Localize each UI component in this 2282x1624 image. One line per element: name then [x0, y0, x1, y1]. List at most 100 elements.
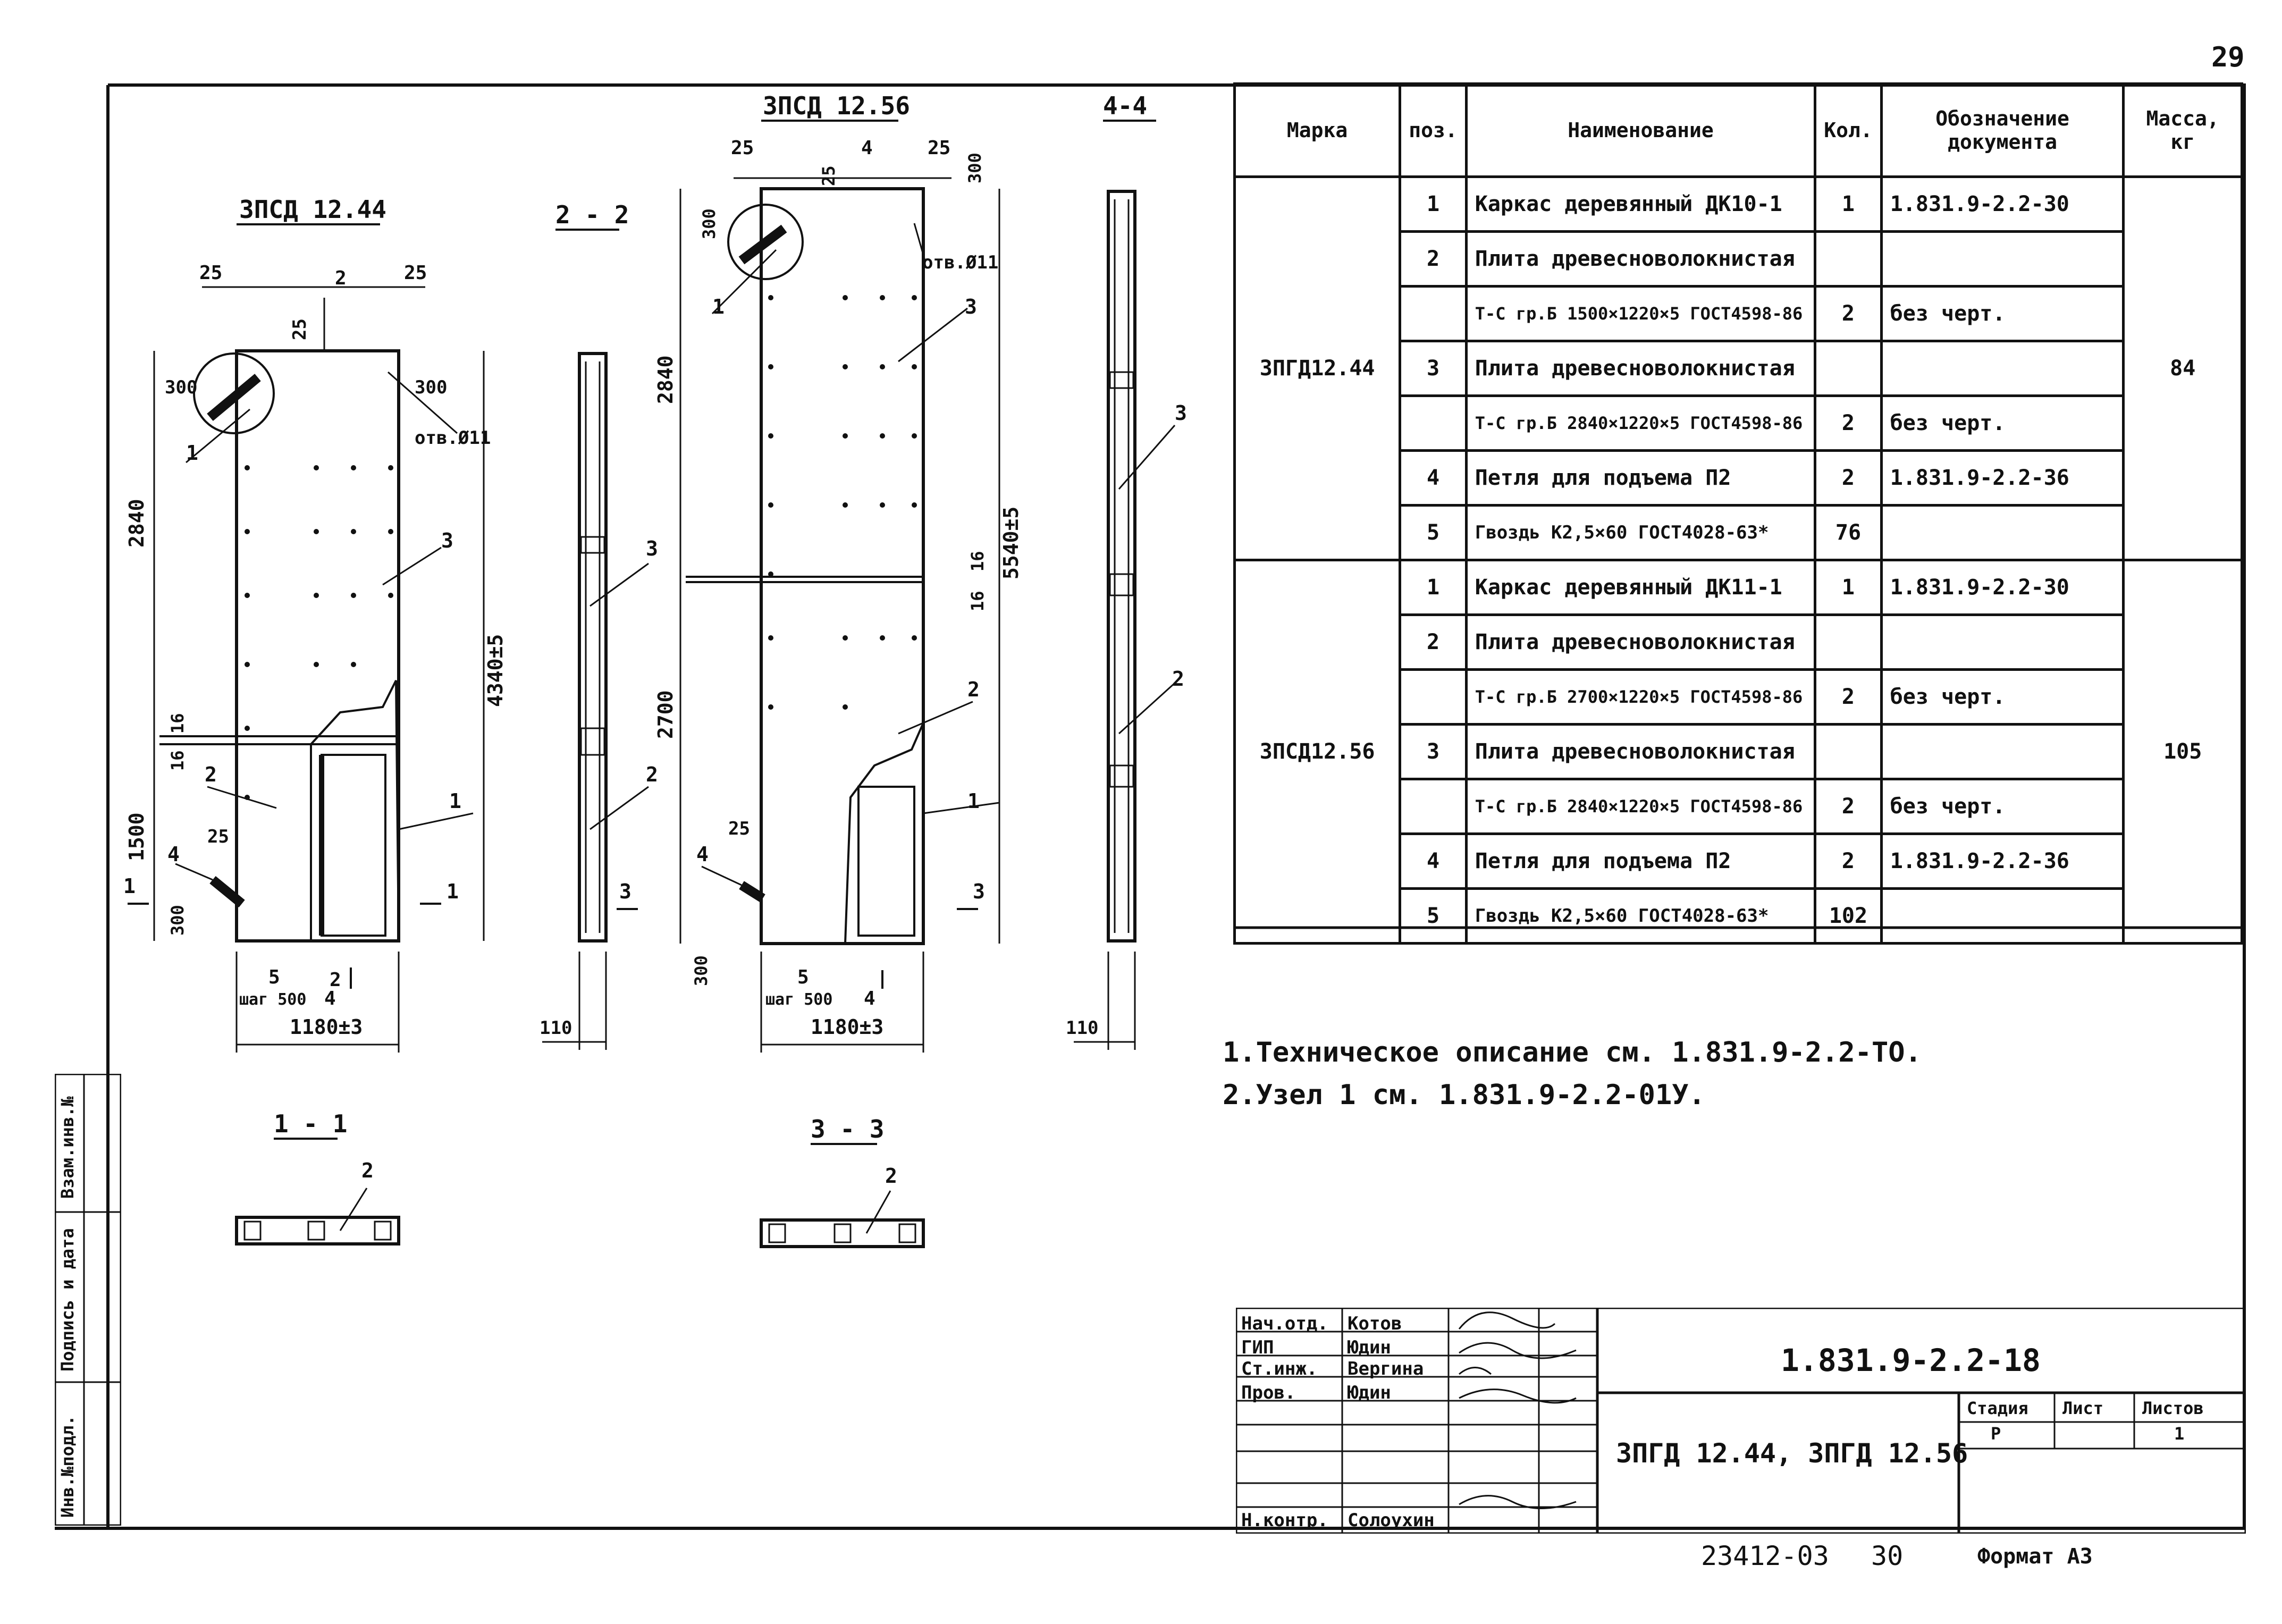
mid-d16a: 16 [967, 551, 988, 571]
left-c1: 1 [186, 441, 198, 465]
format-label: Формат А3 [1977, 1544, 2093, 1569]
panel-mid-lift-circle [727, 204, 804, 280]
panel-left [128, 286, 485, 1053]
table-row: 5 Гвоздь К2,5×60 ГОСТ4028-63* 76 [1235, 504, 2242, 561]
cell-qty: 2 [1814, 668, 1883, 726]
left-d1500: 1500 [125, 812, 148, 861]
cell-qty [1814, 340, 1883, 397]
group2-mass: 105 [2122, 559, 2243, 945]
page-number: 29 [2211, 41, 2245, 73]
section-4-4 [1074, 190, 1176, 1050]
cell-pos: 5 [1399, 504, 1468, 561]
cell-doc: без черт. [1880, 394, 2125, 452]
table-row: Т-С гр.Б 2700×1220×5 ГОСТ4598-86 2 без ч… [1235, 668, 2242, 726]
panel-left-cutaway [310, 680, 400, 941]
table-row: 3 Плита древесноволокнистая [1235, 723, 2242, 780]
mid-hole: отв.Ø11 [922, 252, 998, 273]
mid-d4b: 4 [864, 988, 875, 1009]
role-4: Пров. [1241, 1382, 1296, 1403]
th-qty: Кол. [1814, 82, 1883, 178]
name-1: Котов [1348, 1313, 1402, 1334]
mid-c3: 3 [965, 295, 977, 318]
sheet-footer-number: 30 [1871, 1541, 1904, 1571]
left-d16a: 16 [167, 713, 188, 734]
panel-mid-loop-bottom [739, 881, 765, 903]
sec33-title: 3 - 3 [811, 1115, 884, 1143]
th-name: Наименование [1464, 82, 1817, 178]
cell-qty: 1 [1814, 175, 1883, 233]
cell-pos [1399, 668, 1468, 726]
note-1: 1.Техническое описание см. 1.831.9-2.2-Т… [1223, 1037, 1922, 1068]
mid-d5540: 5540±5 [999, 507, 1023, 579]
role-3: Ст.инж. [1241, 1358, 1318, 1379]
sec44-d110: 110 [1066, 1017, 1098, 1039]
mid-d2840: 2840 [654, 355, 677, 404]
th-mass: Масса, кг [2122, 82, 2243, 178]
table-row: 2 Плита древесноволокнистая [1235, 613, 2242, 671]
mid-d300a: 300 [699, 208, 719, 239]
group1-mass: 84 [2122, 175, 2243, 561]
cell-name: Каркас деревянный ДК10-1 [1464, 175, 1817, 233]
cell-pos: 3 [1399, 340, 1468, 397]
mid-d1180: 1180±3 [811, 1015, 883, 1039]
name-4: Юдин [1348, 1382, 1391, 1403]
left-d300a: 300 [165, 377, 197, 398]
cell-qty: 1 [1814, 559, 1883, 616]
section-2-2 [542, 352, 649, 1050]
name-5: Солоухин [1348, 1510, 1435, 1531]
mid-c1: 1 [712, 295, 725, 318]
panel-mid-outline [760, 187, 925, 945]
side-sign-label: Подпись и дата [57, 1228, 78, 1371]
stage-label: Стадия [1967, 1398, 2028, 1418]
cell-name: Т-С гр.Б 2700×1220×5 ГОСТ4598-86 [1464, 668, 1817, 726]
drawing-title: ЗПГД 12.44, ЗПГД 12.56 [1616, 1438, 1968, 1469]
cell-doc: без черт. [1880, 285, 2125, 342]
sec44-c3: 3 [1175, 401, 1187, 425]
mid-d5: 5 [797, 966, 809, 988]
sec33-c2: 2 [885, 1164, 897, 1188]
sec22-c3: 3 [646, 537, 658, 560]
table-row: 4 Петля для подъема П2 2 1.831.9-2.2-36 [1235, 449, 2242, 507]
stage-value: Р [1991, 1424, 2001, 1444]
sec44-c2: 2 [1172, 667, 1184, 691]
cell-pos: 1 [1399, 175, 1468, 233]
side-inv-label: Инв.№подл. [57, 1415, 78, 1518]
left-d16b: 16 [167, 750, 188, 771]
left-d300b: 300 [415, 377, 447, 398]
cell-qty: 2 [1814, 449, 1883, 507]
cell-name: Петля для подъема П2 [1464, 449, 1817, 507]
sec22-d110: 110 [540, 1017, 572, 1039]
mid-s3a: 3 [619, 880, 631, 903]
panel-left-frame-inner [321, 754, 386, 937]
cell-qty: 2 [1814, 394, 1883, 452]
cell-pos: 5 [1399, 887, 1468, 945]
left-d25d: 25 [207, 826, 229, 847]
role-5: Н.контр. [1241, 1510, 1328, 1531]
left-d25c: 25 [289, 318, 310, 340]
cell-name: Петля для подъема П2 [1464, 832, 1817, 890]
cell-pos: 4 [1399, 449, 1468, 507]
cell-doc [1880, 887, 2125, 945]
sheets-value: 1 [2174, 1424, 2185, 1444]
left-c3: 3 [441, 529, 453, 552]
cell-name: Гвоздь К2,5×60 ГОСТ4028-63* [1464, 887, 1817, 945]
cell-qty: 102 [1814, 887, 1883, 945]
sheet-label: Лист [2062, 1398, 2104, 1418]
cell-name: Гвоздь К2,5×60 ГОСТ4028-63* [1464, 504, 1817, 561]
cell-qty [1814, 230, 1883, 288]
table-row: 5 Гвоздь К2,5×60 ГОСТ4028-63* 102 [1235, 887, 2242, 945]
doc-code: 1.831.9-2.2-18 [1781, 1342, 2041, 1378]
cell-pos: 2 [1399, 613, 1468, 671]
mid-d4: 4 [861, 137, 873, 159]
table-row: 2 Плита древесноволокнистая [1235, 230, 2242, 288]
mid-c4: 4 [696, 843, 709, 866]
cell-doc: без черт. [1880, 778, 2125, 835]
cell-pos: 2 [1399, 230, 1468, 288]
left-d5: 5 [268, 966, 280, 988]
cell-qty [1814, 613, 1883, 671]
cell-doc: без черт. [1880, 668, 2125, 726]
mid-c2: 2 [967, 678, 980, 701]
inventory-number: 23412-03 [1701, 1541, 1829, 1571]
mid-d300c: 300 [691, 955, 711, 986]
left-hole: отв.Ø11 [415, 427, 491, 449]
